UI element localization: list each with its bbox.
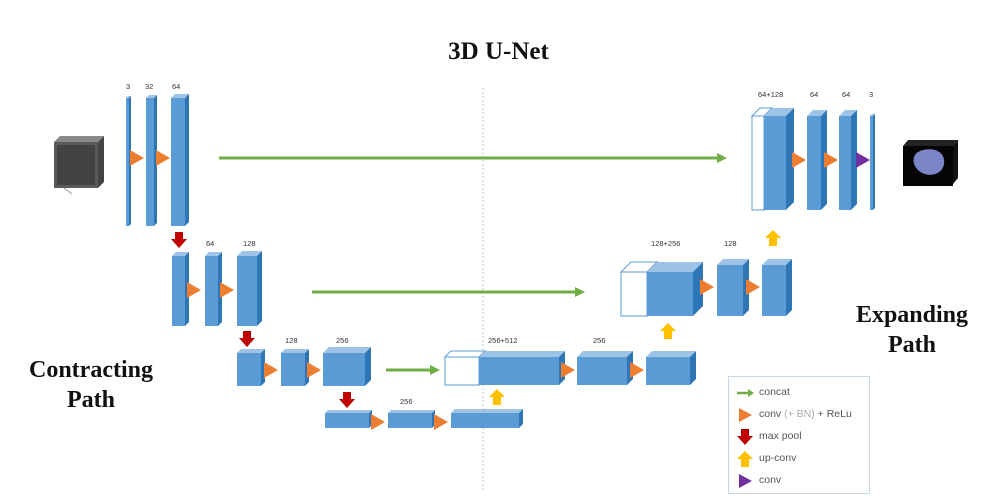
expanding-path-label-line2: Path [888, 332, 936, 358]
legend-label-max-pool: max pool [759, 430, 802, 442]
conv-arrow-l1-2 [156, 150, 170, 166]
ct-scan-volume-icon [54, 136, 104, 195]
conv-arrow-d2-2 [746, 279, 760, 295]
block-d3-conv1 [577, 351, 633, 385]
block-d3-concat [479, 351, 565, 385]
conv-arrow-d3-1 [561, 362, 575, 378]
channel-label-l4-a: 256 [400, 397, 413, 406]
expanding-path-label-line1: Expanding [855, 302, 969, 328]
block-l2-pool [172, 252, 189, 326]
up-conv-arrow-1 [489, 389, 505, 405]
concat-arrow-level1 [219, 153, 727, 163]
channel-label-l1-in: 3 [126, 82, 130, 91]
legend-item-up-conv: up-conv [729, 449, 869, 469]
legend-item-final-conv: conv [729, 471, 869, 491]
block-d2-conv2 [762, 259, 792, 316]
block-d2-conv1 [717, 259, 749, 316]
channel-label-d1-concat: 64+128 [758, 90, 783, 99]
contracting-path-label-line1: Contracting [29, 357, 153, 383]
contracting-path-label-line2: Path [67, 387, 115, 413]
concat-arrow-level3 [386, 365, 440, 375]
conv-arrow-l3-1 [264, 362, 278, 378]
conv-arrow-l2-1 [187, 282, 201, 298]
block-d1-output [870, 114, 875, 210]
block-l3-conv1 [281, 349, 309, 386]
legend-label-concat: concat [759, 386, 790, 398]
block-d2-concat [647, 262, 703, 316]
channel-label-d2-concat: 128+256 [651, 239, 680, 248]
max-pool-arrow-2 [239, 331, 255, 347]
block-l1-conv1 [146, 95, 157, 226]
max-pool-arrow-1 [171, 232, 187, 248]
orange-triangle-icon [739, 408, 752, 422]
block-l4-conv2 [451, 409, 523, 428]
block-l4-conv1 [388, 410, 435, 428]
block-l3-pool [237, 349, 265, 386]
conv-arrow-l2-2 [220, 282, 234, 298]
conv-arrow-l4-2 [434, 414, 448, 430]
channel-label-d3-out: 256 [593, 336, 606, 345]
channel-label-l1-a: 32 [145, 82, 153, 91]
green-arrow-icon [737, 389, 754, 397]
concat-arrow-level2 [312, 287, 585, 297]
legend-label-conv-main: conv [759, 408, 785, 420]
block-l1-conv2 [171, 94, 189, 226]
max-pool-arrow-3 [339, 392, 355, 408]
conv-arrow-d3-2 [630, 362, 644, 378]
block-d1-conv2 [839, 110, 857, 210]
legend-label-conv-relu: + ReLu [814, 408, 852, 420]
channel-label-d1-a: 64 [810, 90, 818, 99]
channel-label-d1-b: 64 [842, 90, 850, 99]
legend-label-conv-bn: (+ BN) [784, 408, 815, 420]
up-conv-arrow-3 [765, 230, 781, 246]
block-d3-conv2 [646, 351, 696, 385]
purple-triangle-icon [739, 474, 752, 488]
channel-label-l3-b: 256 [336, 336, 349, 345]
conv-arrow-l3-2 [307, 362, 321, 378]
legend-item-concat: concat [729, 383, 869, 403]
block-l2-conv1 [205, 252, 222, 326]
legend-label-final-conv: conv [759, 474, 782, 486]
channel-label-l1-b: 64 [172, 82, 180, 91]
legend-label-up-conv: up-conv [759, 452, 797, 464]
channel-label-l3-a: 128 [285, 336, 298, 345]
channel-label-l2-a: 64 [206, 239, 214, 248]
up-conv-arrow-2 [660, 323, 676, 339]
block-l4-pool [325, 410, 372, 428]
legend-item-max-pool: max pool [729, 427, 869, 447]
conv-arrow-d2-1 [700, 279, 714, 295]
channel-label-l2-b: 128 [243, 239, 256, 248]
legend: concat conv (+ BN) + ReLu max pool up-co… [728, 376, 870, 494]
channel-label-d3-concat: 256+512 [488, 336, 517, 345]
expanding-path-label: Expanding Path [832, 300, 992, 360]
red-down-arrow-icon [737, 429, 753, 445]
conv-arrow-l1-1 [130, 150, 144, 166]
conv-arrow-d1-1 [792, 152, 806, 168]
block-l3-conv2 [323, 347, 371, 386]
block-l2-conv2 [237, 251, 262, 326]
final-conv-arrow [856, 152, 870, 168]
contracting-path-label: Contracting Path [6, 355, 176, 415]
conv-arrow-d1-2 [824, 152, 838, 168]
legend-label-conv: conv (+ BN) + ReLu [759, 408, 852, 420]
conv-arrow-l4-1 [371, 414, 385, 430]
channel-label-d1-out: 3 [869, 90, 873, 99]
legend-item-conv: conv (+ BN) + ReLu [729, 405, 869, 425]
channel-label-d2-out: 128 [724, 239, 737, 248]
block-d1-concat [764, 108, 794, 210]
diagram-title: 3D U-Net [448, 38, 549, 65]
yellow-up-arrow-icon [737, 451, 753, 467]
segmentation-mask-icon [903, 140, 958, 186]
